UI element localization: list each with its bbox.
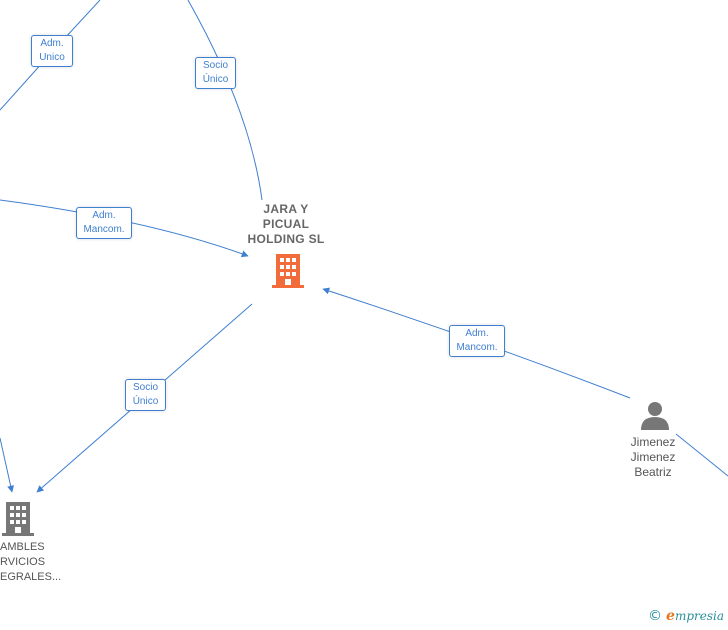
empresia-watermark: ©empresia [648, 608, 724, 624]
edge-label-left[interactable]: Adm. Mancom. [76, 207, 132, 239]
edge-person-offscreen-line [675, 433, 728, 477]
edge-top-line [187, 0, 263, 201]
company-bottom-left-label[interactable]: AMBLES RVICIOS EGRALES... [0, 541, 62, 583]
building-icon[interactable] [2, 502, 34, 536]
building-icon[interactable] [272, 254, 304, 288]
person-icon[interactable] [640, 400, 670, 430]
edge-label-top-left[interactable]: Adm. Unico [31, 35, 73, 67]
edge-label-bottom[interactable]: Socio Único [125, 379, 166, 411]
person-right-label[interactable]: Jimenez Jimenez Beatriz [630, 435, 676, 479]
edge-left-line [0, 199, 249, 258]
copyright-symbol: © [648, 608, 663, 624]
edge-label-top[interactable]: Socio Único [195, 57, 236, 89]
main-company-label[interactable]: JARA Y PICUAL HOLDING SL [247, 202, 325, 246]
edge-label-right[interactable]: Adm. Mancom. [449, 325, 505, 357]
brand-initial: e [666, 608, 675, 624]
edge-offscreen-bottom-line [0, 437, 15, 493]
brand-name: mpresia [674, 609, 724, 623]
